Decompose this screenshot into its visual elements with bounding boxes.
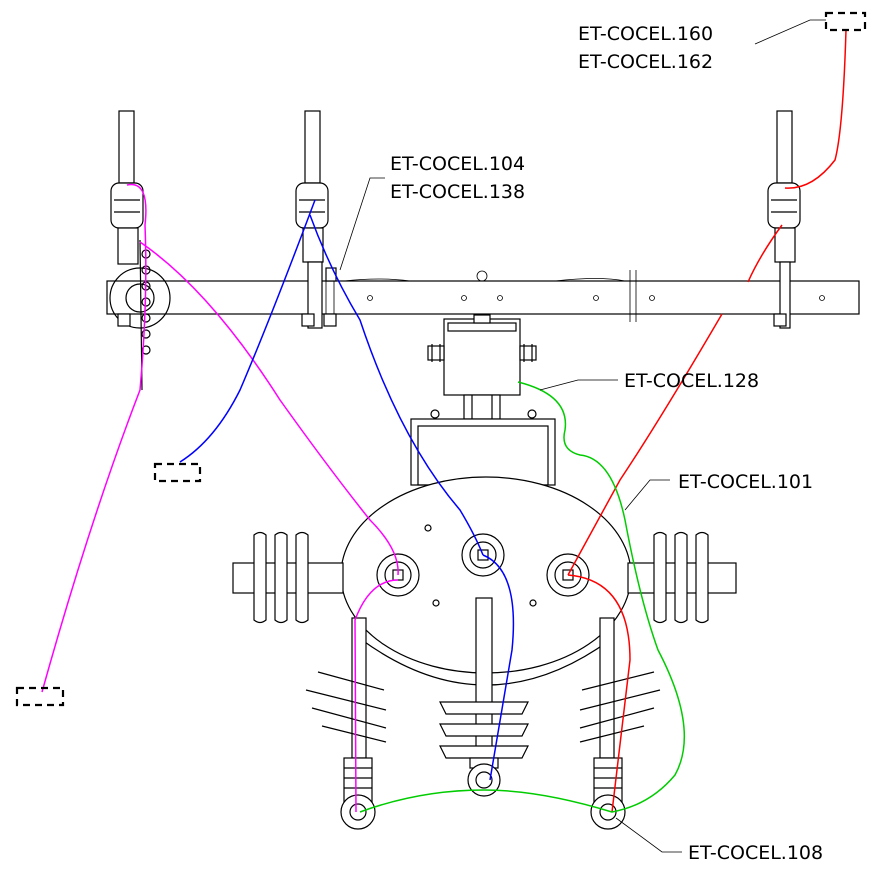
bottom-bushing-right: [579, 617, 661, 830]
wire-green: [359, 381, 685, 813]
crossarm: [106, 270, 860, 322]
label-et-cocel-162: ET-COCEL.162: [578, 51, 713, 73]
placeholder-box-bottom-left: [15, 686, 65, 707]
wire-blue-bottom: [482, 554, 515, 781]
bottom-bushing-middle: [439, 597, 529, 797]
side-insulator-right: [627, 531, 737, 624]
label-et-cocel-128: ET-COCEL.128: [624, 370, 759, 392]
wire-red-top: [784, 29, 847, 189]
wire-blue-left: [179, 199, 316, 463]
cutout-right: [767, 110, 801, 329]
wire-blue-center: [309, 214, 484, 556]
wire-magenta-left: [41, 183, 147, 693]
wire-red-center: [567, 313, 723, 576]
wire-magenta-bottom: [354, 579, 399, 813]
placeholder-box-mid-left: [153, 462, 202, 483]
wire-magenta-center: [139, 241, 399, 576]
mounting-bracket: [410, 418, 556, 486]
callout-leaders: [339, 19, 826, 853]
cutout-middle: [295, 110, 337, 329]
label-et-cocel-101: ET-COCEL.101: [678, 471, 813, 493]
label-et-cocel-108: ET-COCEL.108: [688, 842, 823, 864]
label-et-cocel-160: ET-COCEL.160: [578, 23, 713, 45]
wire-red-bottom: [567, 574, 631, 813]
wire-red-right: [747, 224, 783, 283]
bottom-bushing-left: [305, 617, 387, 830]
cutout-left: [109, 110, 171, 391]
control-box: [427, 314, 537, 420]
side-insulator-left: [232, 531, 344, 624]
label-et-cocel-104: ET-COCEL.104: [390, 153, 525, 175]
label-et-cocel-138: ET-COCEL.138: [390, 181, 525, 203]
placeholder-box-top-right: [824, 11, 867, 32]
